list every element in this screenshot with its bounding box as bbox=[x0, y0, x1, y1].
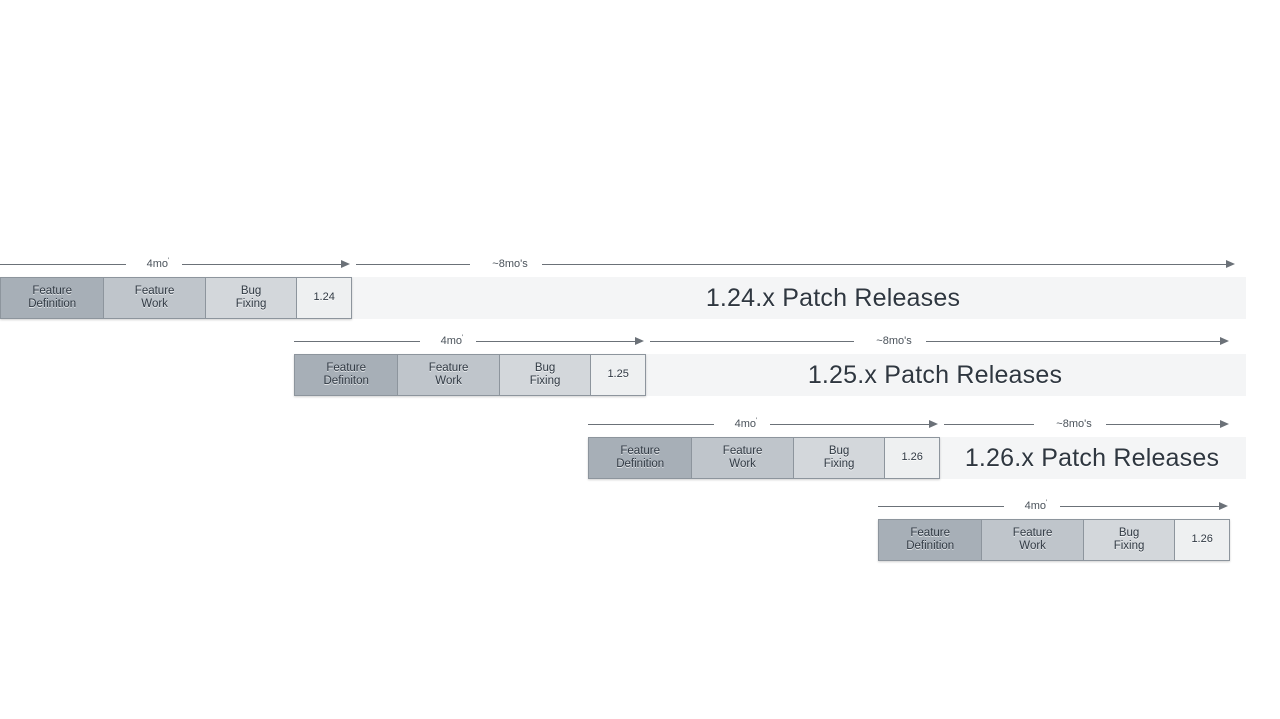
phase-line-2: Fixing bbox=[1113, 540, 1145, 552]
measure-label-dev-126: 4mo' bbox=[714, 415, 778, 433]
phase-line-2: Definition bbox=[616, 458, 665, 470]
measure-line-left bbox=[650, 341, 860, 342]
measure-line-right bbox=[542, 264, 1227, 265]
phase-bug-fixing-124[interactable]: Bug Fixing bbox=[205, 278, 298, 318]
measure-line-right bbox=[476, 341, 636, 342]
version-chip-127[interactable]: 1.26 bbox=[1175, 520, 1229, 560]
phase-feature-work-124[interactable]: Feature Work bbox=[104, 278, 206, 318]
measure-line-left bbox=[944, 424, 1040, 425]
patch-band-label-124: 1.24.x Patch Releases bbox=[705, 283, 961, 312]
phase-feature-work-127[interactable]: Feature Work bbox=[982, 520, 1084, 560]
patch-band-label-125: 1.25.x Patch Releases bbox=[807, 360, 1063, 389]
phase-bug-fixing-127[interactable]: Bug Fixing bbox=[1083, 520, 1176, 560]
measure-line-right bbox=[770, 424, 930, 425]
measure-line-left bbox=[878, 506, 1010, 507]
phase-feature-work-125[interactable]: Feature Work bbox=[398, 355, 500, 395]
measure-dev-cycle-125: 4mo' bbox=[294, 332, 646, 350]
phase-line-2: Work bbox=[435, 375, 462, 387]
measure-label-patch-126: ~8mo's bbox=[1034, 415, 1114, 433]
arrowhead-icon bbox=[635, 336, 644, 345]
phase-line-1: Bug bbox=[828, 444, 850, 457]
phase-feature-definition-125[interactable]: Feature Definiton bbox=[295, 355, 399, 395]
phase-strip-125: Feature Definiton Feature Work Bug Fixin… bbox=[294, 354, 646, 396]
phase-line-2: Definition bbox=[28, 298, 77, 310]
arrowhead-icon bbox=[1220, 336, 1229, 345]
phase-line-1: Bug bbox=[1118, 526, 1140, 539]
arrowhead-icon bbox=[929, 419, 938, 428]
phase-line-2: Fixing bbox=[235, 298, 267, 310]
phase-bug-fixing-125[interactable]: Bug Fixing bbox=[499, 355, 592, 395]
measure-line-right bbox=[1106, 424, 1221, 425]
measure-patch-window-126: ~8mo's bbox=[944, 415, 1236, 433]
phase-line-2: Work bbox=[729, 458, 756, 470]
measure-patch-window-125: ~8mo's bbox=[650, 332, 1236, 350]
phase-line-1: Feature bbox=[620, 444, 661, 457]
phase-strip-127: Feature Definition Feature Work Bug Fixi… bbox=[878, 519, 1230, 561]
measure-label-dev-124: 4mo' bbox=[126, 255, 190, 273]
measure-label-suffix: ' bbox=[462, 334, 464, 342]
arrowhead-icon bbox=[1219, 501, 1228, 510]
patch-band-label-126: 1.26.x Patch Releases bbox=[964, 443, 1220, 472]
measure-line-right bbox=[1060, 506, 1220, 507]
phase-feature-work-126[interactable]: Feature Work bbox=[692, 438, 794, 478]
measure-dev-cycle-124: 4mo' bbox=[0, 255, 352, 273]
measure-line-left bbox=[356, 264, 476, 265]
measure-dev-cycle-126: 4mo' bbox=[588, 415, 940, 433]
phase-line-1: Bug bbox=[240, 284, 262, 297]
measure-line-left bbox=[294, 341, 426, 342]
phase-line-1: Feature bbox=[722, 444, 763, 457]
phase-line-2: Definition bbox=[906, 540, 955, 552]
version-label: 1.24 bbox=[313, 291, 335, 304]
measure-line-left bbox=[0, 264, 132, 265]
arrowhead-icon bbox=[1220, 419, 1229, 428]
phase-line-1: Bug bbox=[534, 361, 556, 374]
arrowhead-icon bbox=[1226, 259, 1235, 268]
measure-patch-window-124: ~8mo's bbox=[356, 255, 1236, 273]
measure-line-right bbox=[182, 264, 342, 265]
phase-line-2: Work bbox=[1019, 540, 1046, 552]
phase-line-2: Fixing bbox=[529, 375, 561, 387]
phase-line-2: Fixing bbox=[823, 458, 855, 470]
phase-line-1: Feature bbox=[32, 284, 73, 297]
phase-strip-124: Feature Definition Feature Work Bug Fixi… bbox=[0, 277, 352, 319]
measure-label-dev-125: 4mo' bbox=[420, 332, 484, 350]
measure-label-suffix: ' bbox=[756, 417, 758, 425]
measure-label-suffix: ' bbox=[168, 257, 170, 265]
measure-line-right bbox=[926, 341, 1221, 342]
phase-line-2: Work bbox=[141, 298, 168, 310]
phase-line-2: Definiton bbox=[323, 375, 369, 387]
version-chip-126[interactable]: 1.26 bbox=[885, 438, 939, 478]
phase-line-1: Feature bbox=[428, 361, 469, 374]
version-chip-124[interactable]: 1.24 bbox=[297, 278, 351, 318]
phase-line-1: Feature bbox=[910, 526, 951, 539]
version-label: 1.26 bbox=[901, 451, 923, 464]
measure-label-patch-125: ~8mo's bbox=[854, 332, 934, 350]
measure-label-dev-127: 4mo' bbox=[1004, 497, 1068, 515]
phase-bug-fixing-126[interactable]: Bug Fixing bbox=[793, 438, 886, 478]
measure-label-patch-124: ~8mo's bbox=[470, 255, 550, 273]
measure-label-suffix: ' bbox=[1046, 499, 1048, 507]
phase-line-1: Feature bbox=[326, 361, 367, 374]
arrowhead-icon bbox=[341, 259, 350, 268]
phase-line-1: Feature bbox=[134, 284, 175, 297]
phase-feature-definition-127[interactable]: Feature Definition bbox=[879, 520, 983, 560]
version-chip-125[interactable]: 1.25 bbox=[591, 355, 645, 395]
phase-strip-126: Feature Definition Feature Work Bug Fixi… bbox=[588, 437, 940, 479]
phase-feature-definition-126[interactable]: Feature Definition bbox=[589, 438, 693, 478]
version-label: 1.25 bbox=[607, 368, 629, 381]
phase-line-1: Feature bbox=[1012, 526, 1053, 539]
measure-dev-cycle-127: 4mo' bbox=[878, 497, 1230, 515]
phase-feature-definition-124[interactable]: Feature Definition bbox=[1, 278, 105, 318]
measure-line-left bbox=[588, 424, 720, 425]
version-label: 1.26 bbox=[1191, 533, 1213, 546]
